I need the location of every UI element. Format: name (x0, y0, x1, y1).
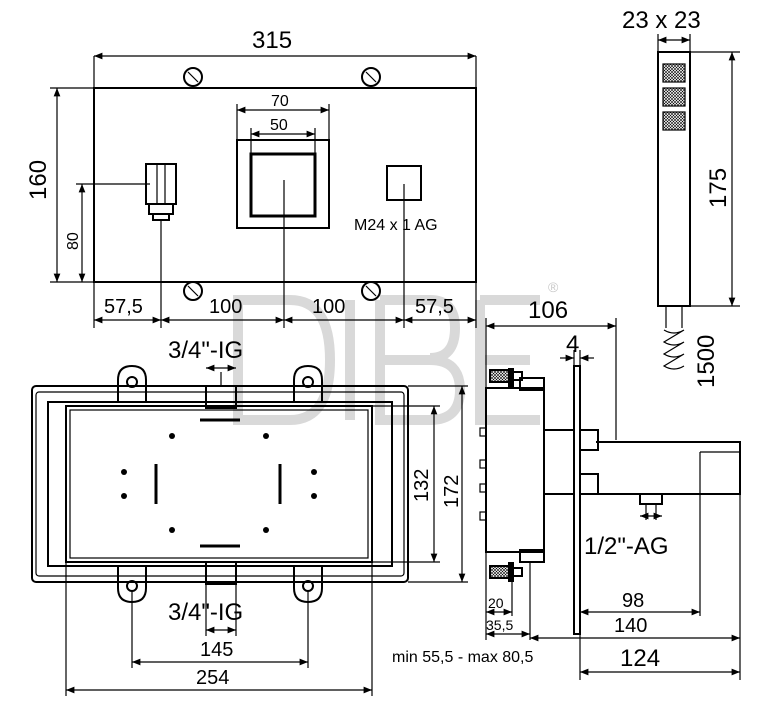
spacing-2: 100 (209, 296, 242, 318)
dim-124: 124 (620, 645, 660, 672)
dim-140: 140 (614, 615, 647, 637)
outlet-label: 1/2"-AG (584, 533, 669, 560)
handshower-button-icons (662, 63, 686, 131)
dim-70: 70 (271, 93, 289, 110)
pipe-stub-top-icon (205, 372, 237, 409)
dim-1500: 1500 (693, 335, 720, 388)
dim-132: 132 (411, 469, 433, 502)
box-front-view: 3/4"-IG 3/4"-IG 132 (31, 337, 468, 696)
spacing-4: 57,5 (415, 296, 454, 318)
side-box-body (485, 387, 545, 553)
control-box-icon (236, 139, 330, 229)
dim-23x23: 23 x 23 (622, 7, 701, 34)
side-view: 1/2"-AG 106 4 20 35,5 98 140 124 min 55,… (392, 297, 741, 680)
watermark-logo: ® (233, 279, 559, 425)
spacing-3: 100 (312, 296, 345, 318)
dim-315: 315 (252, 27, 292, 54)
handshower-body (657, 51, 691, 307)
spacing-1: 57,5 (104, 296, 143, 318)
thread-label: M24 x 1 AG (354, 217, 438, 234)
dim-145: 145 (200, 639, 233, 661)
left-connector-icon (145, 163, 177, 221)
dim-98: 98 (622, 590, 644, 612)
faceplate-outline (93, 87, 477, 283)
outlet-icon (386, 165, 422, 201)
dim-160: 160 (25, 160, 52, 200)
anchor-screw-icons (489, 368, 523, 582)
dim-35-5: 35,5 (486, 617, 513, 633)
dim-4: 4 (566, 331, 579, 358)
dim-175: 175 (705, 168, 732, 208)
dim-20: 20 (488, 595, 504, 611)
dim-50: 50 (270, 117, 288, 134)
handshower-view: 23 x 23 175 1500 (622, 7, 740, 388)
port-top-label: 3/4"-IG (168, 337, 243, 364)
registered-mark: ® (548, 279, 559, 295)
install-range: min 55,5 - max 80,5 (392, 649, 534, 666)
dim-172: 172 (441, 475, 463, 508)
mounting-hole-icons (121, 418, 317, 548)
outlet-elbow (596, 441, 741, 495)
dim-106: 106 (528, 297, 568, 324)
dim-80: 80 (65, 232, 82, 250)
faceplate-screw-icons (183, 67, 381, 301)
wall-plate (573, 365, 581, 635)
pipe-stub-bottom-icon (205, 561, 237, 585)
side-valve-icons (479, 427, 487, 521)
hose-icon (662, 306, 685, 370)
outlet-nipple-icon (639, 493, 663, 520)
faceplate-view: M24 x 1 AG 315 160 80 70 50 (25, 27, 477, 328)
dim-254: 254 (196, 667, 229, 689)
